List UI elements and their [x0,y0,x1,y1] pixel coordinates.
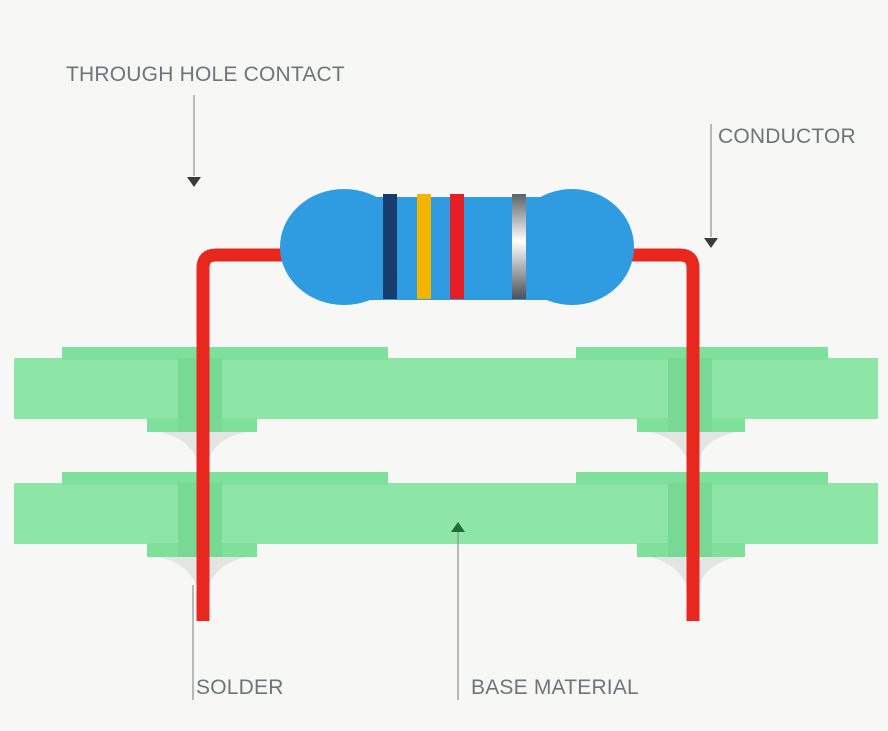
lower-top-pad-right [576,472,828,485]
resistor-cap-right [510,189,634,305]
resistor-band-orange [417,194,431,299]
conductor-arrow-icon [704,238,718,248]
solder-fillet [650,557,690,600]
solder-fillet [160,432,200,472]
solder-fillets [160,432,736,600]
through-hole-contact-label: THROUGH HOLE CONTACT [66,63,345,86]
resistor-band-blue [383,194,397,299]
lead-left [196,248,292,621]
lead-right [616,248,700,621]
upper-top-pad-left [62,347,388,360]
resistor-band-silver [512,194,526,299]
pointers [187,95,718,700]
upper-top-pad-right [576,347,828,360]
upper-board [14,358,878,419]
lower-board-layer [14,472,878,557]
solder-fillet [160,557,200,600]
solder-fillet [696,557,736,600]
solder-fillet [206,432,246,472]
lower-board [14,483,878,544]
solder-fillet [696,432,736,472]
base-material-arrow-icon [451,522,465,532]
conductor-label: CONDUCTOR [718,125,856,148]
resistor-cap-left [280,189,408,305]
solder-label: SOLDER [196,676,284,699]
solder-fillet [650,432,690,472]
lower-top-pad-left [62,472,388,485]
upper-board-layer [14,347,878,432]
resistor-band-red [450,194,464,299]
solder-fillet [206,557,246,600]
base-material-label: BASE MATERIAL [471,676,639,699]
resistor [280,189,634,305]
through-hole-arrow-icon [187,177,201,187]
